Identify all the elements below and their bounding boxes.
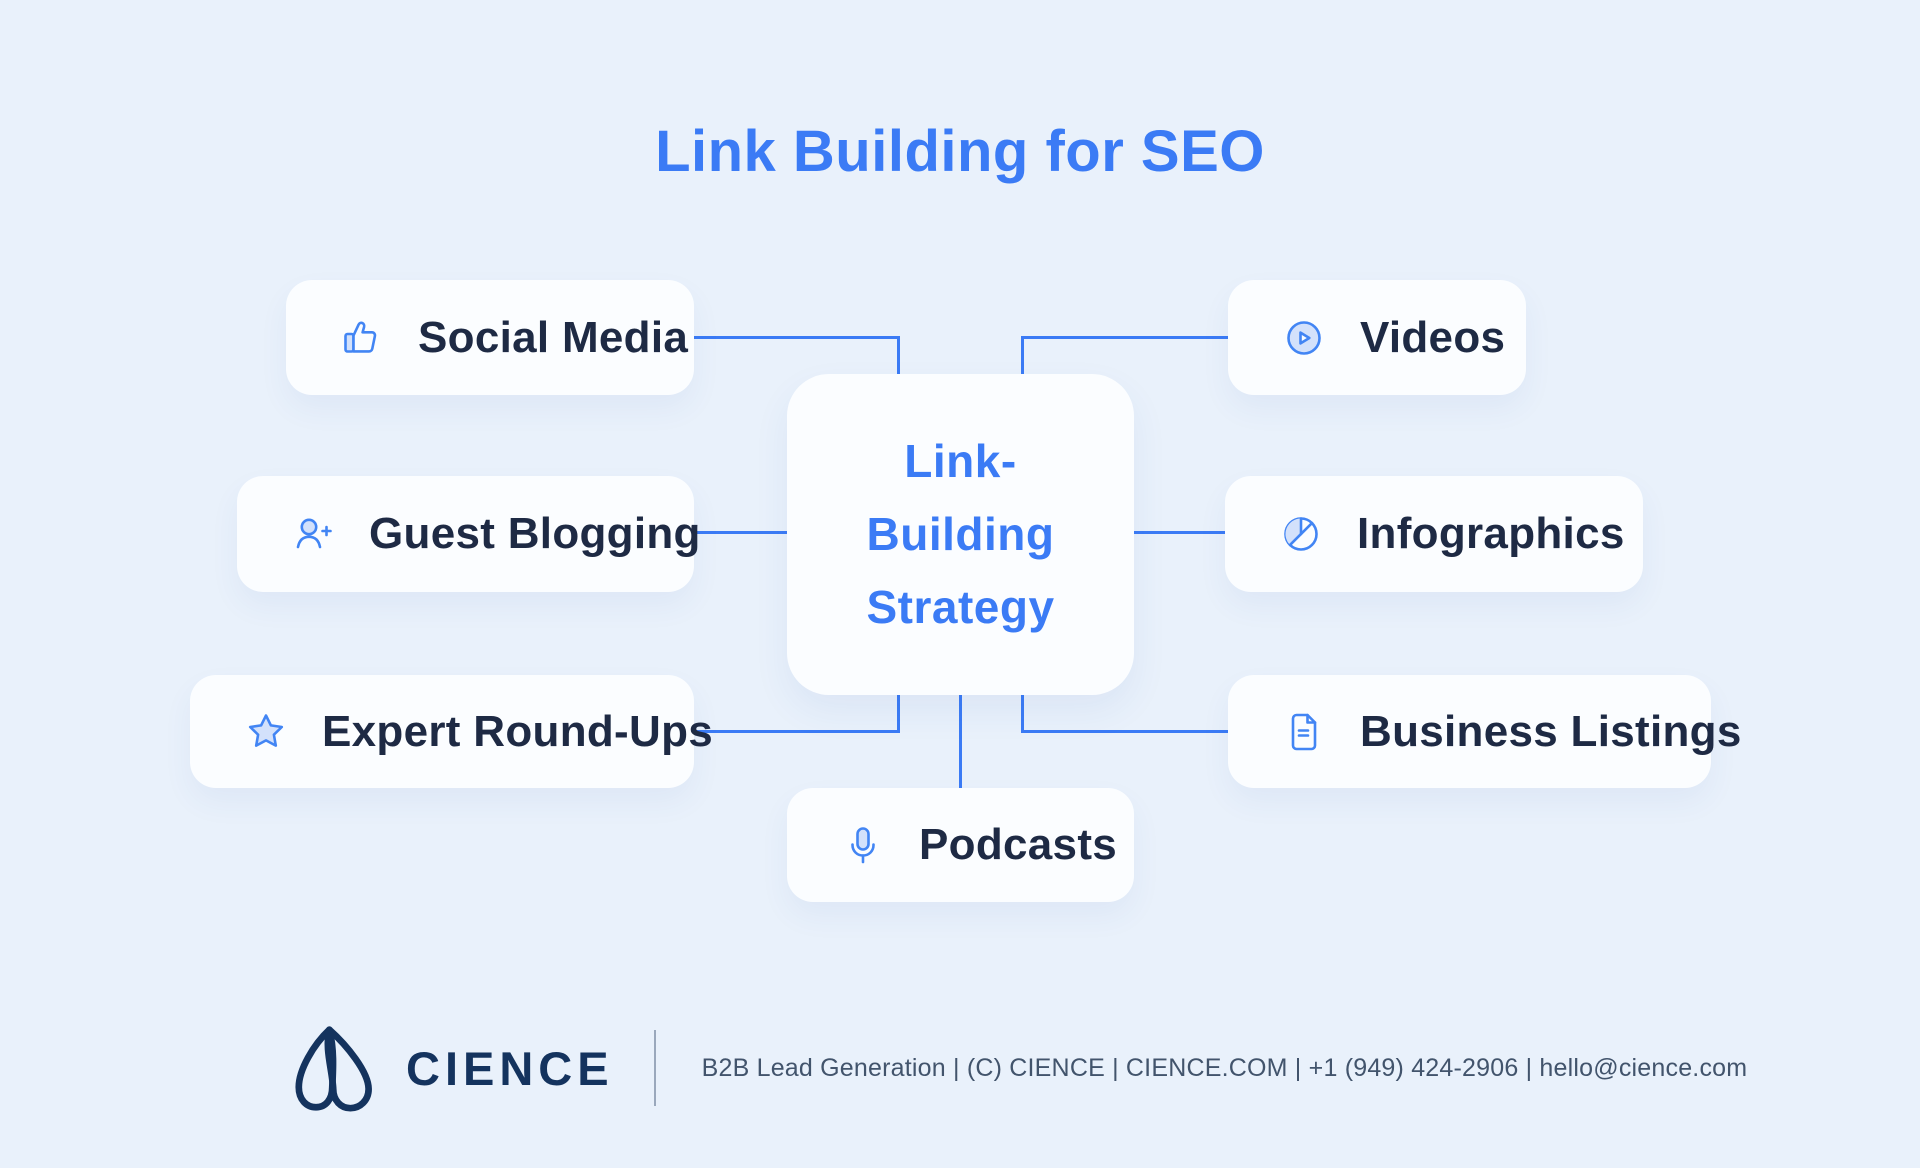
connector-line	[1021, 336, 1024, 376]
document-icon	[1280, 708, 1328, 756]
connector-line	[1021, 336, 1228, 339]
connector-line	[959, 693, 962, 788]
connector-line	[694, 531, 787, 534]
connector-line	[897, 336, 900, 376]
connector-line	[1134, 531, 1225, 534]
node-link-building-strategy: Link- Building Strategy	[787, 374, 1134, 695]
user-plus-icon	[289, 510, 337, 558]
node-label: Expert Round-Ups	[322, 706, 714, 756]
node-label: Guest Blogging	[369, 509, 701, 558]
node-label: Videos	[1360, 312, 1506, 362]
center-label-line: Building	[866, 508, 1055, 560]
node-podcasts: Podcasts	[787, 788, 1134, 902]
connector-line	[1021, 693, 1024, 733]
center-label-line: Link-	[904, 435, 1017, 487]
node-label: Business Listings	[1360, 706, 1742, 756]
microphone-icon	[839, 821, 887, 869]
footer: CIENCE B2B Lead Generation | (C) CIENCE …	[288, 1016, 1920, 1120]
node-expert-round-ups: Expert Round-Ups	[190, 675, 713, 788]
node-guest-blogging: Guest Blogging	[237, 476, 700, 592]
footer-divider	[653, 1030, 656, 1106]
center-label-line: Strategy	[866, 581, 1055, 633]
cience-logo-icon	[288, 1024, 388, 1112]
node-social-media: Social Media	[286, 280, 694, 395]
pie-chart-icon	[1277, 510, 1325, 558]
node-label: Infographics	[1357, 509, 1625, 558]
page-title: Link Building for SEO	[655, 119, 1265, 184]
node-videos: Videos	[1228, 280, 1526, 395]
footer-info-text: B2B Lead Generation | (C) CIENCE | CIENC…	[701, 1053, 1748, 1082]
brand-wordmark: CIENCE	[406, 1041, 614, 1095]
connector-line	[694, 730, 900, 733]
node-label: Social Media	[418, 312, 689, 362]
thumbs-up-icon	[338, 314, 386, 362]
play-circle-icon	[1280, 314, 1328, 362]
node-infographics: Infographics	[1225, 476, 1643, 592]
connector-line	[897, 693, 900, 733]
star-icon	[242, 708, 290, 756]
connector-line	[1021, 730, 1228, 733]
node-label: Podcasts	[919, 820, 1118, 869]
node-business-listings: Business Listings	[1228, 675, 1741, 788]
connector-line	[694, 336, 900, 339]
